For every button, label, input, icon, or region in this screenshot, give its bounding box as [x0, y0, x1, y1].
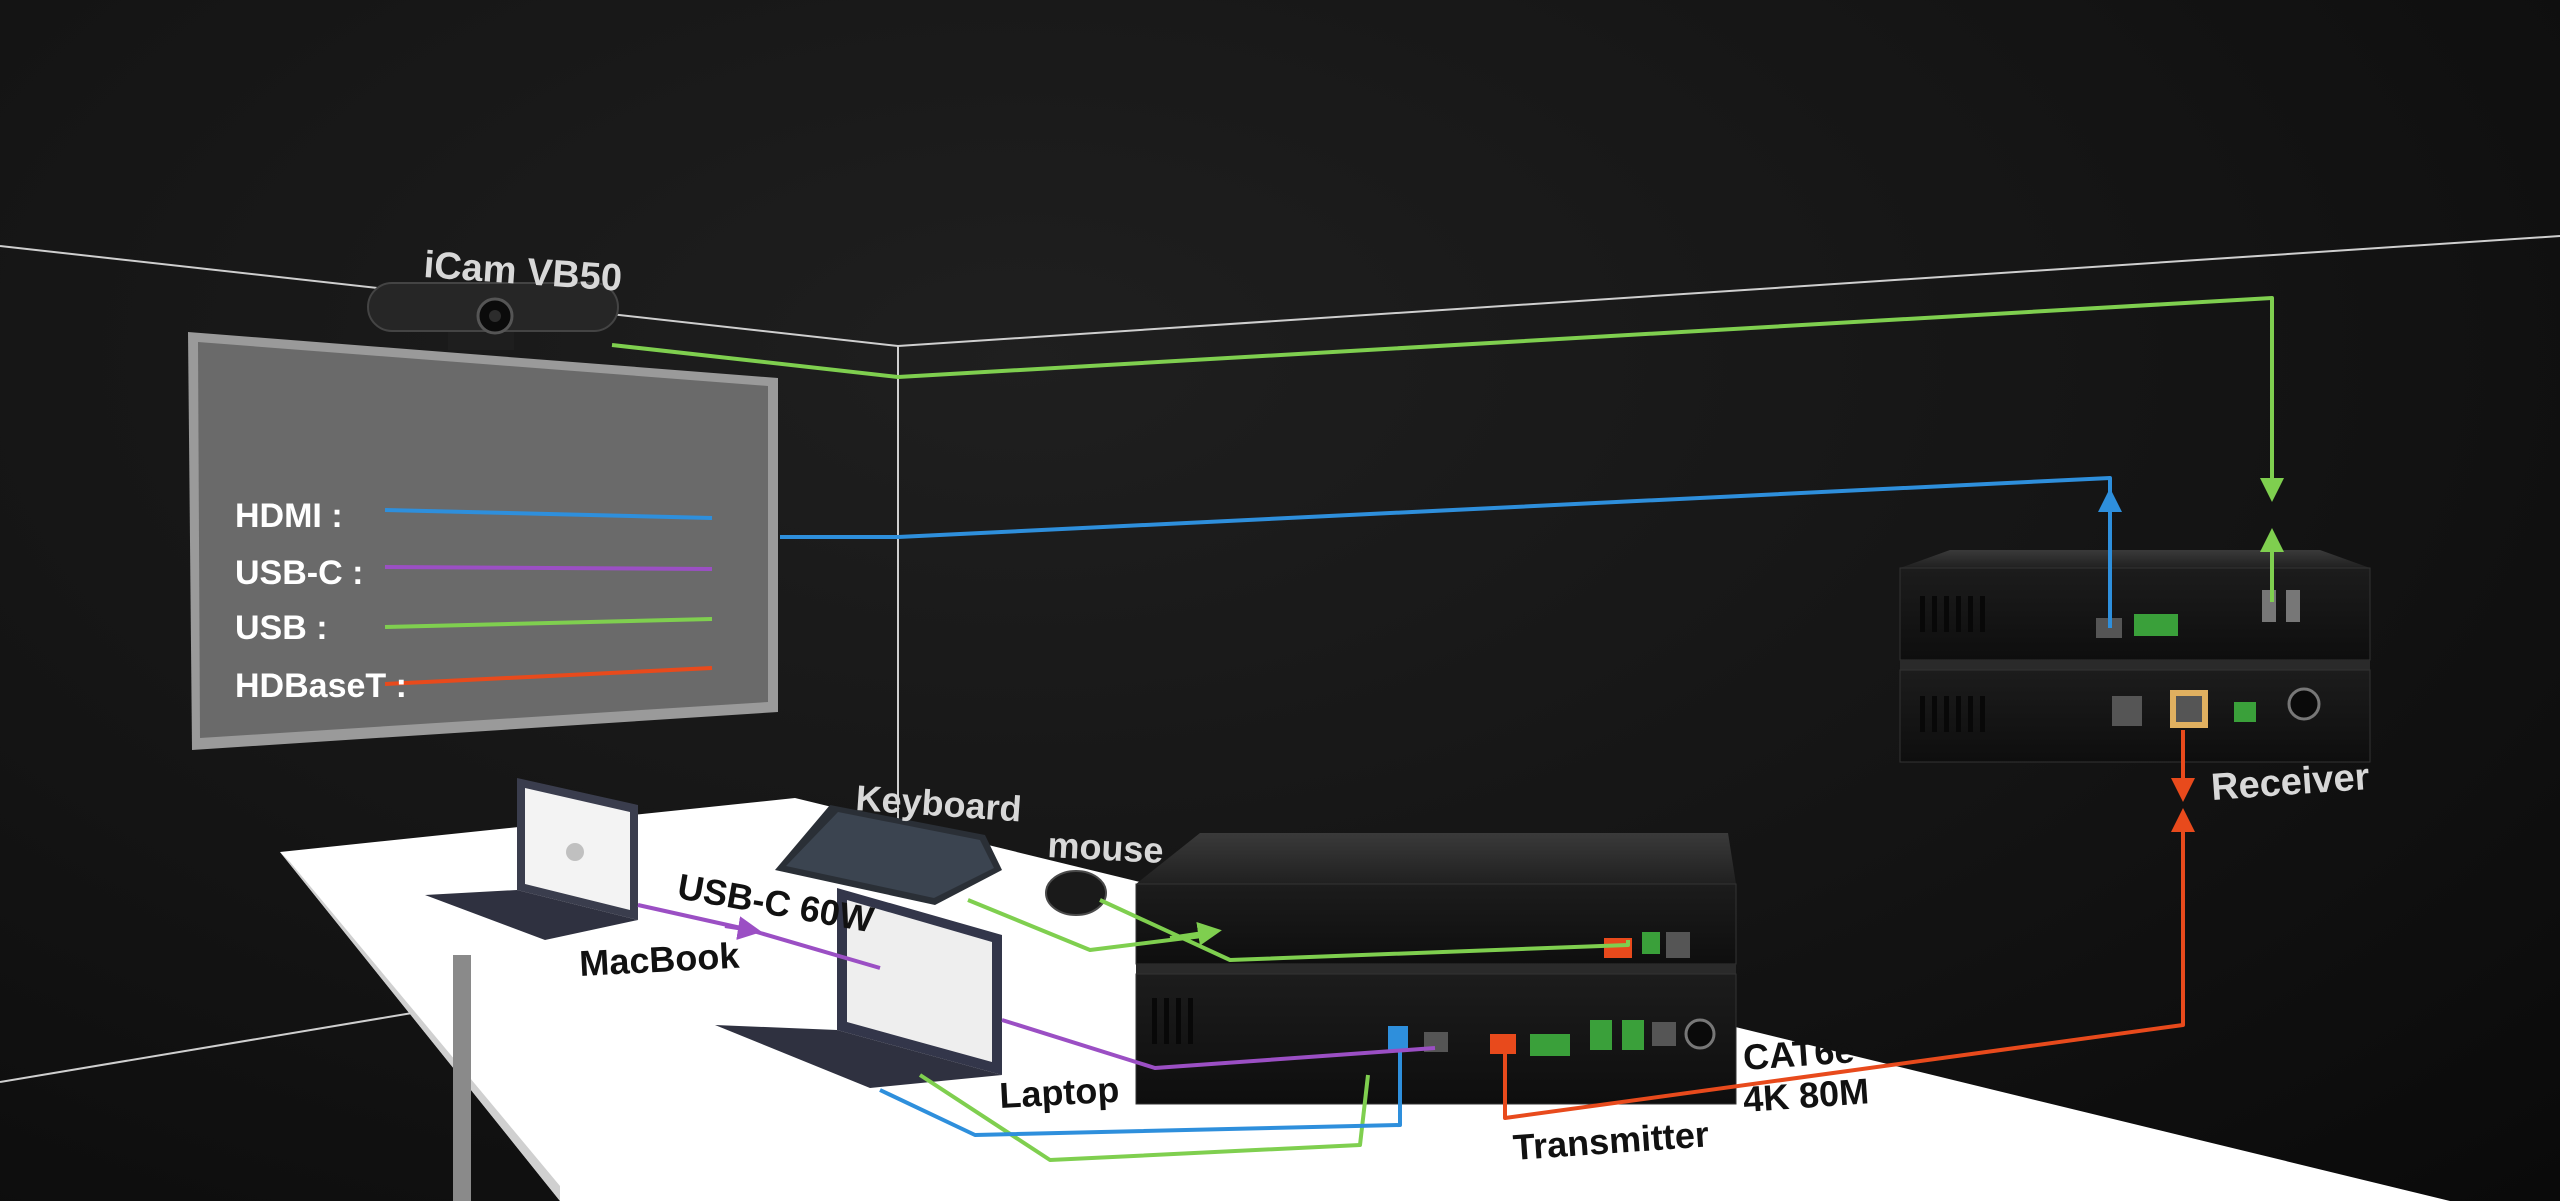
- legend-line-hdmi: [384, 508, 713, 520]
- mouse-label: mouse: [1047, 824, 1165, 871]
- cable-usb-mouse: [1099, 898, 1630, 962]
- receiver-label: Receiver: [2210, 756, 2371, 809]
- camera-device: [367, 282, 619, 350]
- cable-spec-line2: 4K 80M: [1742, 1070, 1871, 1120]
- legend-line-hdbaset: [384, 666, 713, 686]
- macbook-label: MacBook: [578, 935, 741, 984]
- cable-usbc-arrow: [724, 916, 762, 940]
- keyboard-device: [775, 805, 1002, 905]
- legend-lines: [384, 508, 713, 686]
- legend-usb-label: USB :: [235, 609, 328, 647]
- laptop-device: [715, 888, 1002, 1088]
- cable-paths: [611, 296, 2284, 1162]
- legend-hdbaset-label: HDBaseT :: [235, 667, 407, 705]
- laptop-label: Laptop: [998, 1069, 1120, 1116]
- legend-hdmi-label: HDMI :: [235, 497, 343, 535]
- transmitter-device: [1135, 833, 1737, 1105]
- cable-usbc-laptop-to-transmitter: [1001, 1018, 1436, 1070]
- legend-line-usbc: [384, 565, 713, 571]
- cable-usb-keyboard: [967, 898, 1211, 952]
- cable-usb-laptop-to-transmitter: [918, 1073, 1370, 1162]
- mouse-device: [1045, 870, 1107, 916]
- cable-usb-camera: [611, 296, 2284, 502]
- legend-usbc-label: USB-C :: [235, 554, 363, 592]
- macbook-device: [425, 778, 638, 940]
- cable-hdbaset: [1503, 820, 2185, 1120]
- legend: HDMI : USB-C : USB : HDBaseT :: [235, 497, 407, 705]
- receiver-device: [1899, 550, 2371, 763]
- cable-hdmi-laptop-to-transmitter: [879, 1040, 1402, 1137]
- display-screen: [188, 332, 778, 750]
- cable-hdmi-display: [780, 476, 2112, 539]
- cable-spec-line1: CAT6e: [1742, 1029, 1856, 1078]
- legend-line-usb: [384, 617, 713, 629]
- apple-logo-icon: [566, 843, 584, 861]
- device-labels: iCam VB50 Keyboard mouse MacBook USB-C 6…: [422, 244, 2371, 1168]
